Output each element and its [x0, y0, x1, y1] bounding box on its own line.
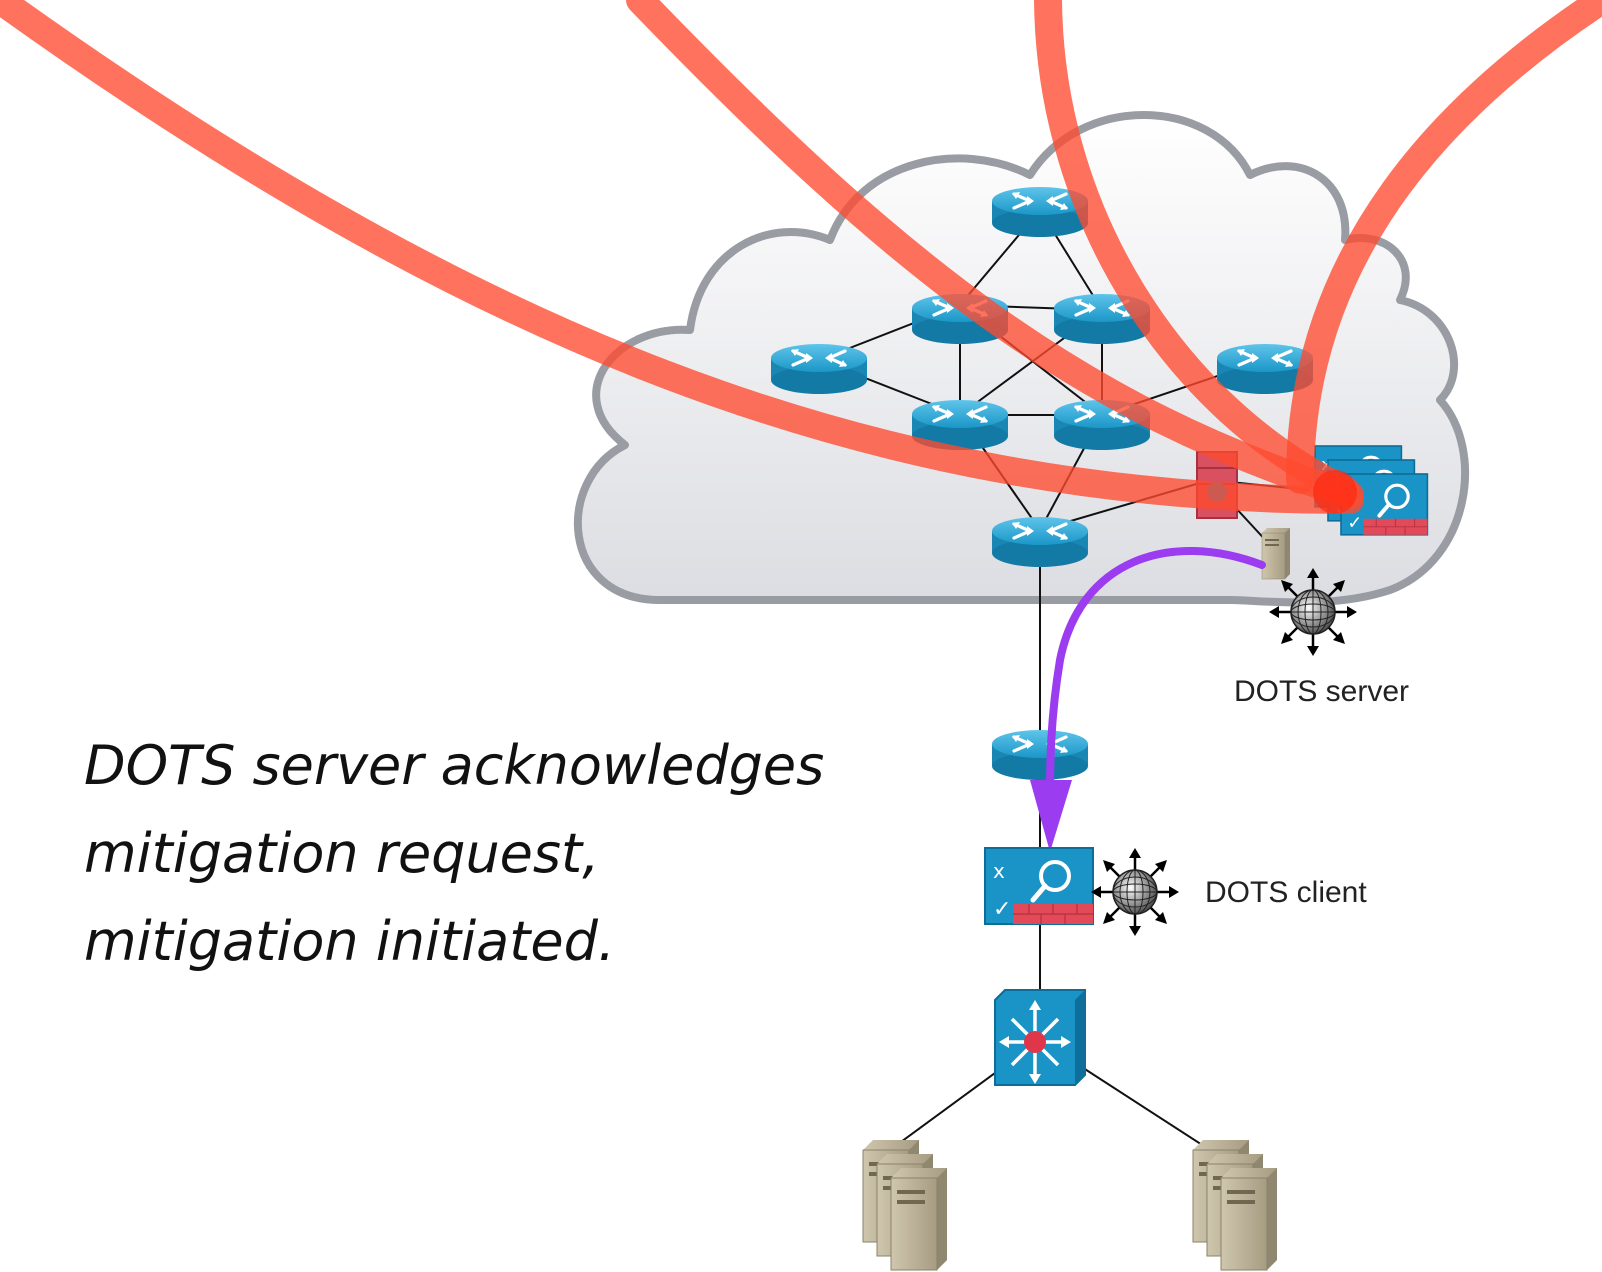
layer3-switch-icon: [994, 989, 1086, 1086]
dots-client-label: DOTS client: [1205, 876, 1367, 909]
server-cluster-left: [862, 1139, 948, 1271]
server-icon: [1261, 527, 1291, 580]
caption-line-3: mitigation initiated.: [84, 910, 616, 973]
dots-client-mitigation-appliance-icon: [985, 848, 1093, 924]
router-icon: [990, 515, 1090, 569]
provider-cloud: [573, 111, 1470, 607]
caption-line-1: DOTS server acknowledges: [84, 734, 825, 797]
dots-server-globe-icon: [1267, 566, 1359, 658]
caption-line-2: mitigation request,: [84, 822, 600, 885]
slide-caption: DOTS server acknowledges mitigation requ…: [84, 722, 964, 986]
dots-server-label: DOTS server: [1234, 675, 1410, 708]
router-icon: [769, 342, 869, 396]
attack-convergence-glow: [1313, 470, 1357, 514]
router-icon: [990, 728, 1090, 782]
attack-traffic: [0, 0, 1602, 514]
server-cluster-right: [1192, 1139, 1278, 1271]
mitigation-acknowledgement-arrow: [1030, 546, 1266, 852]
dots-client-globe-icon: [1089, 846, 1181, 938]
